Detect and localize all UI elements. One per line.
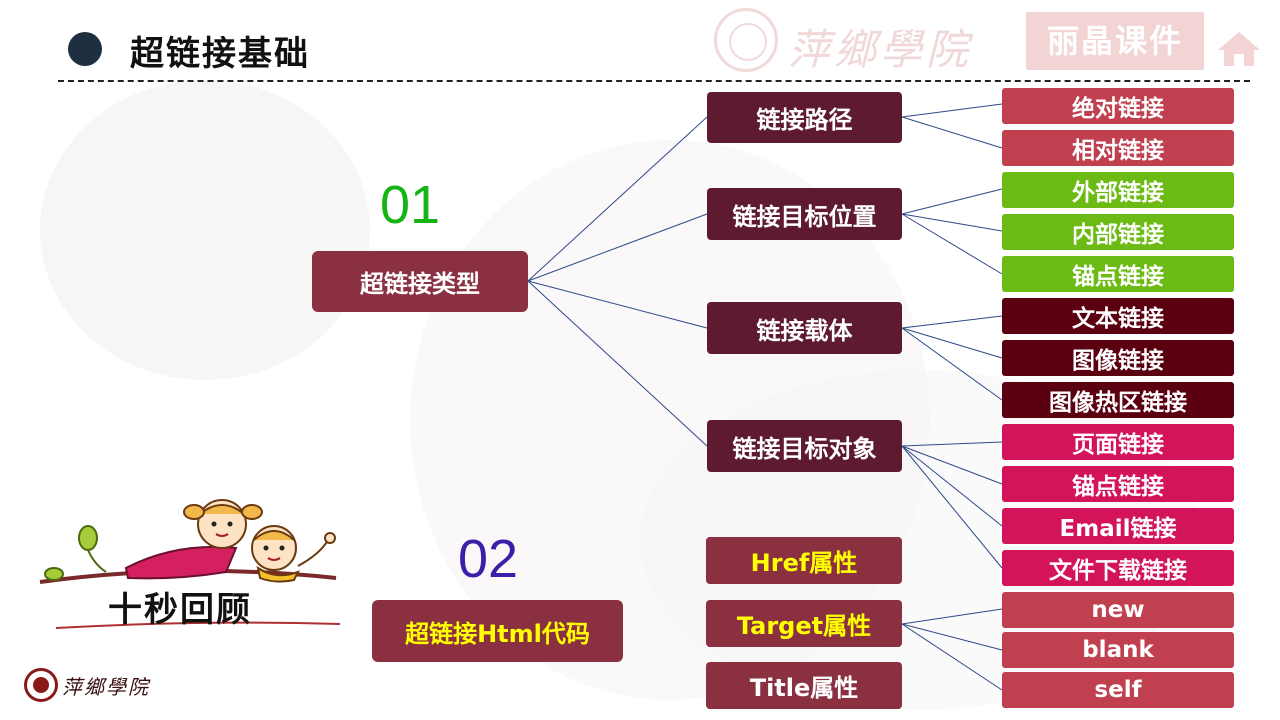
leaf-external-link: 外部链接 — [1002, 172, 1234, 208]
leaf-image-hotspot-link: 图像热区链接 — [1002, 382, 1234, 418]
section-number-01: 01 — [380, 174, 440, 236]
leaf-internal-link: 内部链接 — [1002, 214, 1234, 250]
recall-label: 十秒回顾 — [108, 582, 252, 631]
university-logo-text: 萍鄉學院 — [62, 671, 150, 700]
node-link-path: 链接路径 — [707, 92, 902, 143]
node-target-attribute: Target属性 — [706, 600, 902, 647]
node-href-attribute: Href属性 — [706, 537, 902, 584]
leaf-relative-link: 相对链接 — [1002, 130, 1234, 166]
node-title-attribute: Title属性 — [706, 662, 902, 709]
leaf-image-link: 图像链接 — [1002, 340, 1234, 376]
node-link-target-object: 链接目标对象 — [707, 420, 902, 472]
leaf-anchor-link: 锚点链接 — [1002, 256, 1234, 292]
leaf-target-new: new — [1002, 592, 1234, 628]
leaf-page-link: 页面链接 — [1002, 424, 1234, 460]
root-node-hyperlink-types: 超链接类型 — [312, 251, 528, 312]
leaf-absolute-link: 绝对链接 — [1002, 88, 1234, 124]
leaf-file-download-link: 文件下载链接 — [1002, 550, 1234, 586]
leaf-anchor-link-2: 锚点链接 — [1002, 466, 1234, 502]
leaf-text-link: 文本链接 — [1002, 298, 1234, 334]
section-number-02: 02 — [458, 528, 518, 590]
root-node-html-code: 超链接Html代码 — [372, 600, 623, 662]
university-logo-icon — [24, 668, 58, 702]
node-link-carrier: 链接载体 — [707, 302, 902, 354]
leaf-email-link: Email链接 — [1002, 508, 1234, 544]
leaf-target-self: self — [1002, 672, 1234, 708]
node-link-target-location: 链接目标位置 — [707, 188, 902, 240]
leaf-target-blank: blank — [1002, 632, 1234, 668]
